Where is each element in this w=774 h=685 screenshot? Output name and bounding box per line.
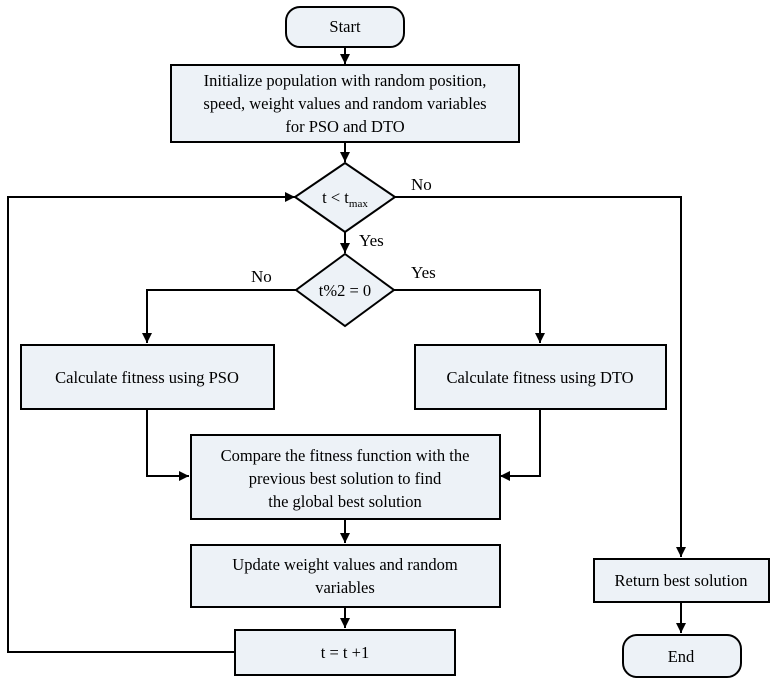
compare-line-1: Compare the fitness function with the xyxy=(221,446,470,465)
start-node: Start xyxy=(285,6,405,48)
init-line-2: speed, weight values and random variable… xyxy=(203,94,486,113)
update-line-2: variables xyxy=(315,578,375,597)
loop-condition-subscript: max xyxy=(349,198,368,210)
loop-condition-base: t < t xyxy=(322,188,349,207)
loop-condition-label: t < tmax xyxy=(322,188,368,210)
update-line-1: Update weight values and random xyxy=(232,555,458,574)
increment-node: t = t +1 xyxy=(234,629,456,676)
parity-condition-node: t%2 = 0 xyxy=(294,252,396,328)
edge-parity-no xyxy=(142,289,296,343)
increment-label: t = t +1 xyxy=(321,643,369,662)
fitness-pso-label: Calculate fitness using PSO xyxy=(55,368,239,387)
parity-no-label: No xyxy=(251,267,272,286)
edge-pso-to-compare xyxy=(146,409,189,481)
compare-line-3: the global best solution xyxy=(268,492,422,511)
loop-condition-node: t < tmax xyxy=(293,161,397,234)
init-node: Initialize population with random positi… xyxy=(170,64,520,143)
return-label: Return best solution xyxy=(615,571,748,590)
parity-condition-label: t%2 = 0 xyxy=(319,281,371,300)
fitness-pso-node: Calculate fitness using PSO xyxy=(20,344,275,410)
parity-yes-label: Yes xyxy=(411,263,436,282)
fitness-dto-node: Calculate fitness using DTO xyxy=(414,344,667,410)
start-label: Start xyxy=(329,17,361,36)
return-node: Return best solution xyxy=(593,558,770,603)
edge-loop-no xyxy=(395,196,686,557)
edge-dto-to-compare xyxy=(500,409,541,481)
compare-line-2: previous best solution to find xyxy=(249,469,442,488)
init-line-1: Initialize population with random positi… xyxy=(204,71,487,90)
loop-yes-label: Yes xyxy=(359,231,384,250)
edge-parity-yes xyxy=(394,289,545,343)
edge-increment-loopback xyxy=(7,192,295,653)
init-line-3: for PSO and DTO xyxy=(285,117,404,136)
end-node: End xyxy=(622,634,742,678)
connectors xyxy=(7,47,686,653)
compare-node: Compare the fitness function with the pr… xyxy=(190,434,501,520)
fitness-dto-label: Calculate fitness using DTO xyxy=(446,368,633,387)
loop-no-label: No xyxy=(411,175,432,194)
end-label: End xyxy=(668,647,695,666)
update-node: Update weight values and random variable… xyxy=(190,544,501,608)
